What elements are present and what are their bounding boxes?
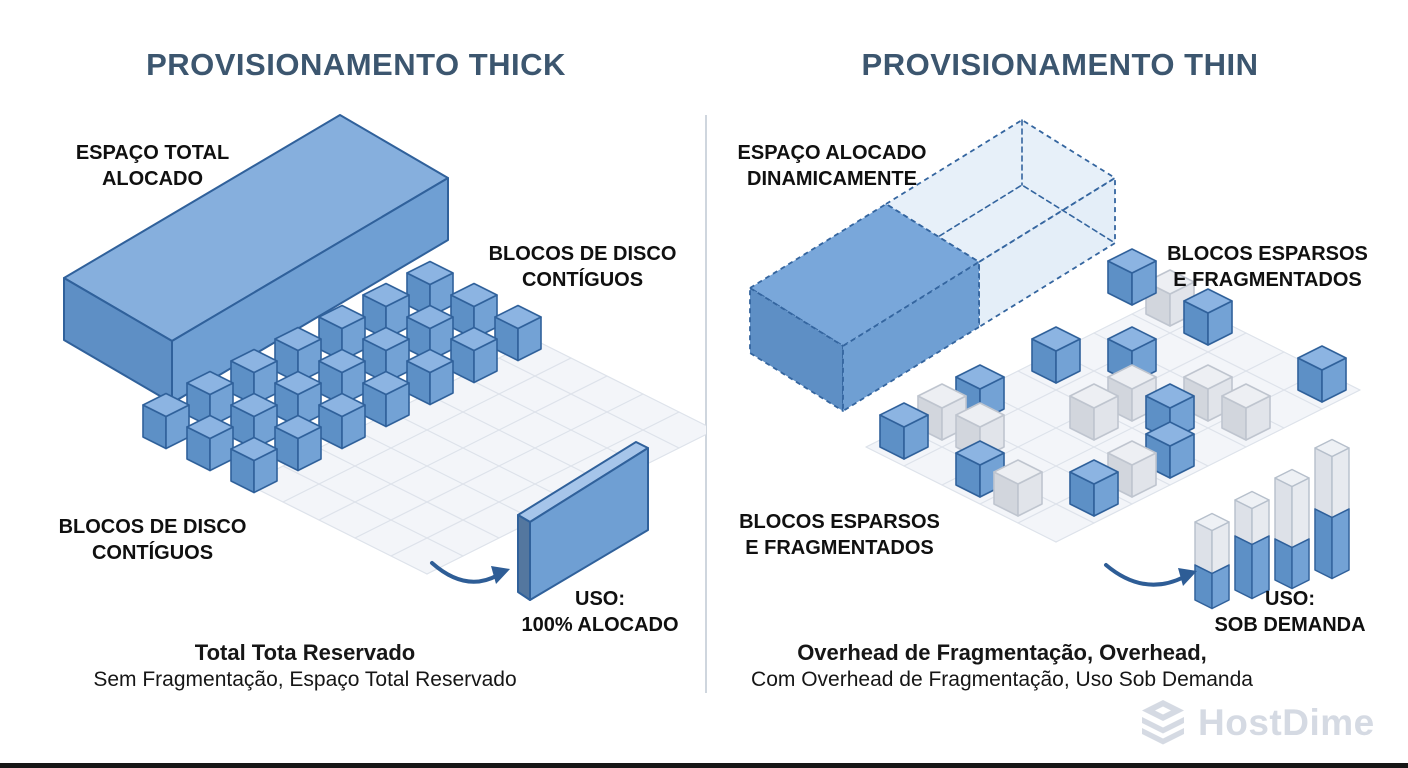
right-caption-bold: Overhead de Fragmentação, Overhead, <box>797 640 1207 665</box>
right-allocated-line1: ESPAÇO ALOCADO <box>737 142 927 164</box>
hostdime-watermark: HostDime <box>1138 700 1375 746</box>
right-blocks-top-line1: BLOCOS ESPARSOS <box>1167 243 1368 265</box>
right-usage-line1: USO: <box>1265 588 1315 610</box>
right-blocks-top-line2: E FRAGMENTADOS <box>1173 269 1362 292</box>
right-blocks-label-bottom: BLOCOS ESPARSOS E FRAGMENTADOS <box>712 509 967 562</box>
right-blocks-bottom-line2: E FRAGMENTADOS <box>745 537 934 560</box>
right-allocated-line2: DINAMICAMENTE <box>747 168 917 191</box>
right-panel-title: PROVISIONAMENTO THIN <box>861 47 1259 82</box>
left-blocks-top-line1: BLOCOS DE DISCO <box>488 243 677 265</box>
left-usage-line1: USO: <box>575 588 625 610</box>
left-blocks-bottom-line2: CONTÍGUOS <box>91 542 214 565</box>
right-usage-line2: SOB DEMANDA <box>1214 614 1366 637</box>
stacked-layers-icon <box>1142 700 1184 745</box>
left-caption-bold: Total Tota Reservado <box>194 640 416 665</box>
panel-divider <box>705 115 707 693</box>
left-blocks-label-bottom: BLOCOS DE DISCO CONTÍGUOS <box>25 514 280 567</box>
brand-name: HostDime <box>1198 702 1375 743</box>
left-blocks-top-line2: CONTÍGUOS <box>521 269 644 292</box>
left-caption: Total Tota Reservado Sem Fragmentação, E… <box>15 639 595 694</box>
thin-provisioning-diagram <box>749 119 1361 610</box>
right-blocks-bottom-line1: BLOCOS ESPARSOS <box>739 511 940 533</box>
left-usage-label: USO: 100% ALOCADO <box>480 586 720 639</box>
left-blocks-bottom-line1: BLOCOS DE DISCO <box>58 516 247 538</box>
left-allocated-space-label: ESPAÇO TOTAL ALOCADO <box>35 140 270 193</box>
left-blocks-label-top: BLOCOS DE DISCO CONTÍGUOS <box>455 241 710 294</box>
left-allocated-line2: ALOCADO <box>101 168 204 191</box>
right-allocated-space-label: ESPAÇO ALOCADO DINAMICAMENTE <box>712 140 952 193</box>
left-usage-line2: 100% ALOCADO <box>521 614 679 637</box>
left-allocated-line1: ESPAÇO TOTAL <box>75 142 230 164</box>
left-panel-title: PROVISIONAMENTO THICK <box>146 47 566 82</box>
thick-provisioning-diagram <box>63 114 706 601</box>
right-caption-regular: Com Overhead de Fragmentação, Uso Sob De… <box>751 668 1253 692</box>
right-blocks-label-top: BLOCOS ESPARSOS E FRAGMENTADOS <box>1140 241 1395 294</box>
bottom-edge-strip <box>0 763 1408 768</box>
right-caption: Overhead de Fragmentação, Overhead, Com … <box>712 639 1292 694</box>
right-usage-label: USO: SOB DEMANDA <box>1175 586 1405 639</box>
left-caption-regular: Sem Fragmentação, Espaço Total Reservado <box>93 668 517 692</box>
